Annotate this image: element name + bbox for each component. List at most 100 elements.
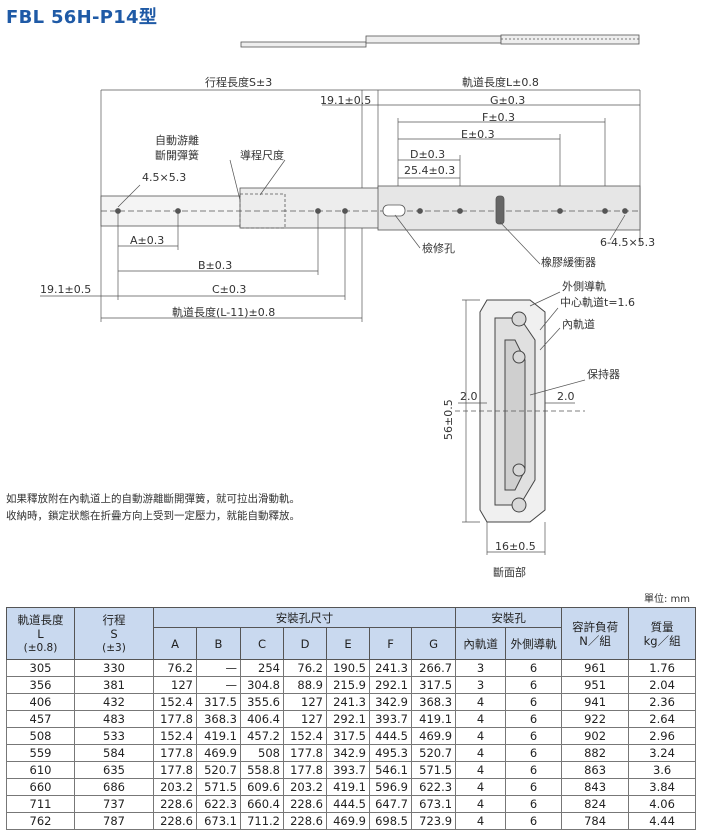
table-cell: 4 bbox=[455, 812, 507, 830]
dim-w20-left: 2.0 bbox=[460, 390, 478, 403]
table-cell: 203.2 bbox=[283, 778, 327, 796]
header-col-e: E bbox=[326, 627, 370, 660]
table-cell: 292.1 bbox=[369, 676, 412, 694]
table-cell: 863 bbox=[561, 761, 630, 779]
header-inner-rail: 內軌道 bbox=[455, 627, 507, 660]
table-cell: 824 bbox=[561, 795, 630, 813]
table-cell: 304.8 bbox=[240, 676, 284, 694]
header-col-d: D bbox=[283, 627, 327, 660]
table-cell: 177.8 bbox=[283, 761, 327, 779]
table-cell: 571.5 bbox=[410, 761, 457, 779]
table-cell: 444.5 bbox=[369, 727, 412, 745]
table-cell: 941 bbox=[561, 693, 630, 711]
table-cell: 152.4 bbox=[283, 727, 327, 745]
table-cell: 228.6 bbox=[283, 795, 327, 813]
table-cell: 4 bbox=[455, 761, 507, 779]
header-col-c: C bbox=[240, 627, 284, 660]
table-cell: 610 bbox=[6, 761, 75, 779]
header-outer-rail: 外側導軌 bbox=[505, 627, 563, 660]
table-cell: 190.5 bbox=[326, 659, 370, 677]
table-cell: — bbox=[196, 659, 241, 677]
dim-hole: 4.5×5.3 bbox=[142, 171, 186, 184]
table-cell: 356 bbox=[6, 676, 75, 694]
dim-h56: 56±0.5 bbox=[442, 399, 455, 440]
table-cell: 381 bbox=[74, 676, 154, 694]
top-rail-sketch bbox=[240, 34, 640, 48]
dim-f: F±0.3 bbox=[482, 111, 515, 124]
table-cell: 1.76 bbox=[628, 659, 697, 677]
table-cell: 3.24 bbox=[628, 744, 697, 762]
header-col-b: B bbox=[196, 627, 241, 660]
table-cell: 393.7 bbox=[326, 761, 370, 779]
table-cell: 127 bbox=[153, 676, 197, 694]
rail-body bbox=[100, 185, 641, 231]
table-cell: 4 bbox=[455, 795, 507, 813]
table-cell: 660.4 bbox=[240, 795, 284, 813]
table-cell: 635 bbox=[74, 761, 154, 779]
table-cell: 3 bbox=[455, 676, 507, 694]
table-cell: 177.8 bbox=[153, 761, 197, 779]
table-cell: 762 bbox=[6, 812, 75, 830]
label-guide: 導程尺度 bbox=[240, 148, 284, 162]
dim-w20-right: 2.0 bbox=[557, 390, 575, 403]
table-cell: 4 bbox=[455, 693, 507, 711]
table-cell: 6 bbox=[505, 710, 563, 728]
table-cell: 596.9 bbox=[369, 778, 412, 796]
table-cell: 686 bbox=[74, 778, 154, 796]
dim-w16: 16±0.5 bbox=[495, 540, 536, 553]
table-cell: 305 bbox=[6, 659, 75, 677]
note-line-2: 收納時，鎖定狀態在折疊方向上受到一定壓力，就能自動釋放。 bbox=[6, 510, 300, 522]
label-auto-release: 自動游離 bbox=[155, 133, 199, 147]
table-cell: 508 bbox=[240, 744, 284, 762]
table-cell: 457.2 bbox=[240, 727, 284, 745]
table-cell: 254 bbox=[240, 659, 284, 677]
table-cell: 520.7 bbox=[196, 761, 241, 779]
dim-191-bottom: 19.1±0.5 bbox=[40, 283, 91, 296]
header-stroke: 行程 S (±3) bbox=[74, 607, 154, 660]
table-cell: 698.5 bbox=[369, 812, 412, 830]
table-cell: 330 bbox=[74, 659, 154, 677]
table-cell: 2.96 bbox=[628, 727, 697, 745]
table-cell: 922 bbox=[561, 710, 630, 728]
table-cell: 342.9 bbox=[326, 744, 370, 762]
table-cell: — bbox=[196, 676, 241, 694]
table-cell: 469.9 bbox=[326, 812, 370, 830]
table-cell: 127 bbox=[283, 693, 327, 711]
table-cell: 177.8 bbox=[153, 710, 197, 728]
dim-a: A±0.3 bbox=[130, 234, 164, 247]
table-cell: 584 bbox=[74, 744, 154, 762]
table-cell: 784 bbox=[561, 812, 630, 830]
table-cell: 88.9 bbox=[283, 676, 327, 694]
table-cell: 406.4 bbox=[240, 710, 284, 728]
label-center-rail: 中心軌道t=1.6 bbox=[560, 295, 635, 309]
header-mount-dims: 安裝孔尺寸 bbox=[152, 607, 457, 628]
table-cell: 3 bbox=[455, 659, 507, 677]
table-cell: 292.1 bbox=[326, 710, 370, 728]
table-cell: 228.6 bbox=[153, 812, 197, 830]
table-cell: 660 bbox=[6, 778, 75, 796]
table-cell: 711.2 bbox=[240, 812, 284, 830]
table-cell: 843 bbox=[561, 778, 630, 796]
table-cell: 215.9 bbox=[326, 676, 370, 694]
table-cell: 127 bbox=[283, 710, 327, 728]
dim-d: D±0.3 bbox=[410, 148, 445, 161]
table-cell: 406 bbox=[6, 693, 75, 711]
label-rubber-buffer: 橡膠緩衝器 bbox=[541, 255, 596, 269]
table-cell: 533 bbox=[74, 727, 154, 745]
table-cell: 469.9 bbox=[410, 727, 457, 745]
table-cell: 6 bbox=[505, 659, 563, 677]
table-cell: 737 bbox=[74, 795, 154, 813]
table-cell: 546.1 bbox=[369, 761, 412, 779]
table-cell: 457 bbox=[6, 710, 75, 728]
table-cell: 228.6 bbox=[283, 812, 327, 830]
table-cell: 317.5 bbox=[326, 727, 370, 745]
table-cell: 432 bbox=[74, 693, 154, 711]
table-cell: 647.7 bbox=[369, 795, 412, 813]
